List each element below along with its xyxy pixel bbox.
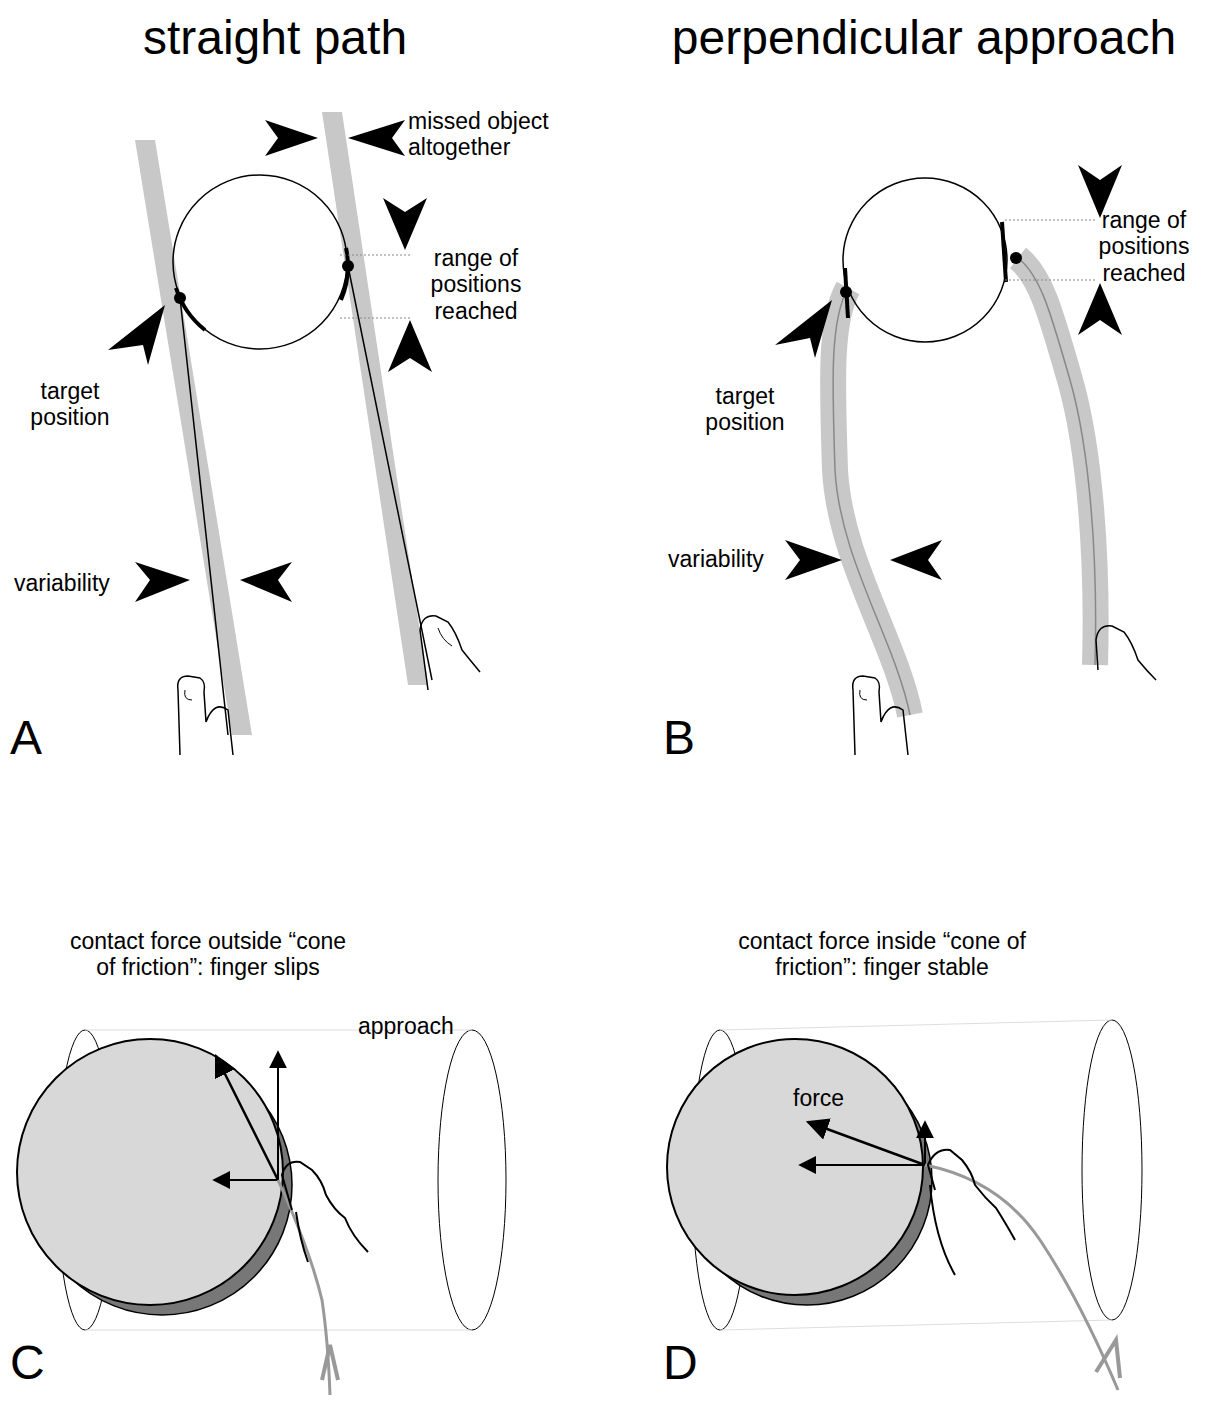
panel-letter: D (663, 1335, 723, 1390)
annotation: target position (10, 378, 130, 431)
panel-letter: A (10, 710, 70, 765)
panel-letter: C (10, 1335, 70, 1390)
annotation: force (793, 1085, 863, 1111)
annotation: variability (14, 570, 144, 596)
panel-letter: B (663, 710, 723, 765)
annotation: variability (668, 546, 788, 572)
annotation: contact force outside “cone of friction”… (58, 928, 358, 981)
annotation: approach (358, 1013, 478, 1039)
column-title: straight path (65, 10, 485, 65)
annotation: contact force inside “cone of friction”:… (732, 928, 1032, 981)
column-title: perpendicular approach (644, 10, 1204, 65)
annotation: range of positions reached (406, 245, 546, 324)
annotation: range of positions reached (1084, 207, 1204, 286)
annotation: target position (685, 383, 805, 436)
annotation: missed object altogether (408, 108, 588, 161)
